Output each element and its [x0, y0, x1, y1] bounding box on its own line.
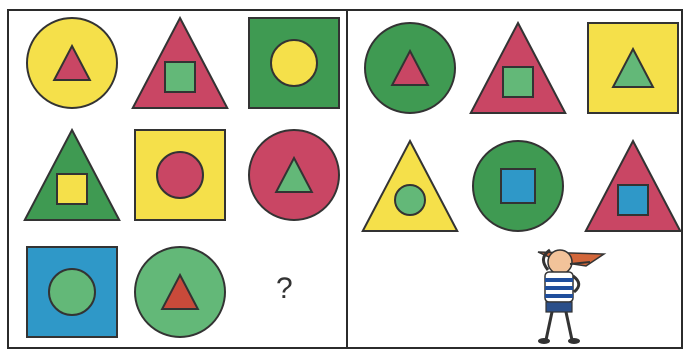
option-3-inner-circle-shape [395, 185, 425, 215]
grid-cell-2-inner-circle-shape [271, 40, 317, 86]
grid-cell-3-inner-square-shape [57, 174, 87, 204]
grid-cell-4-inner-circle-shape [157, 152, 203, 198]
option-5-inner-square-shape [618, 185, 648, 215]
pinocchio-character [538, 250, 604, 344]
option-1-inner-square-shape [503, 67, 533, 97]
grid-cell-1-inner-square-shape [165, 62, 195, 92]
grid-cell-6-inner-circle-shape [49, 269, 95, 315]
option-4-inner-square-shape [501, 169, 535, 203]
missing-figure-question-mark: ? [276, 272, 293, 306]
